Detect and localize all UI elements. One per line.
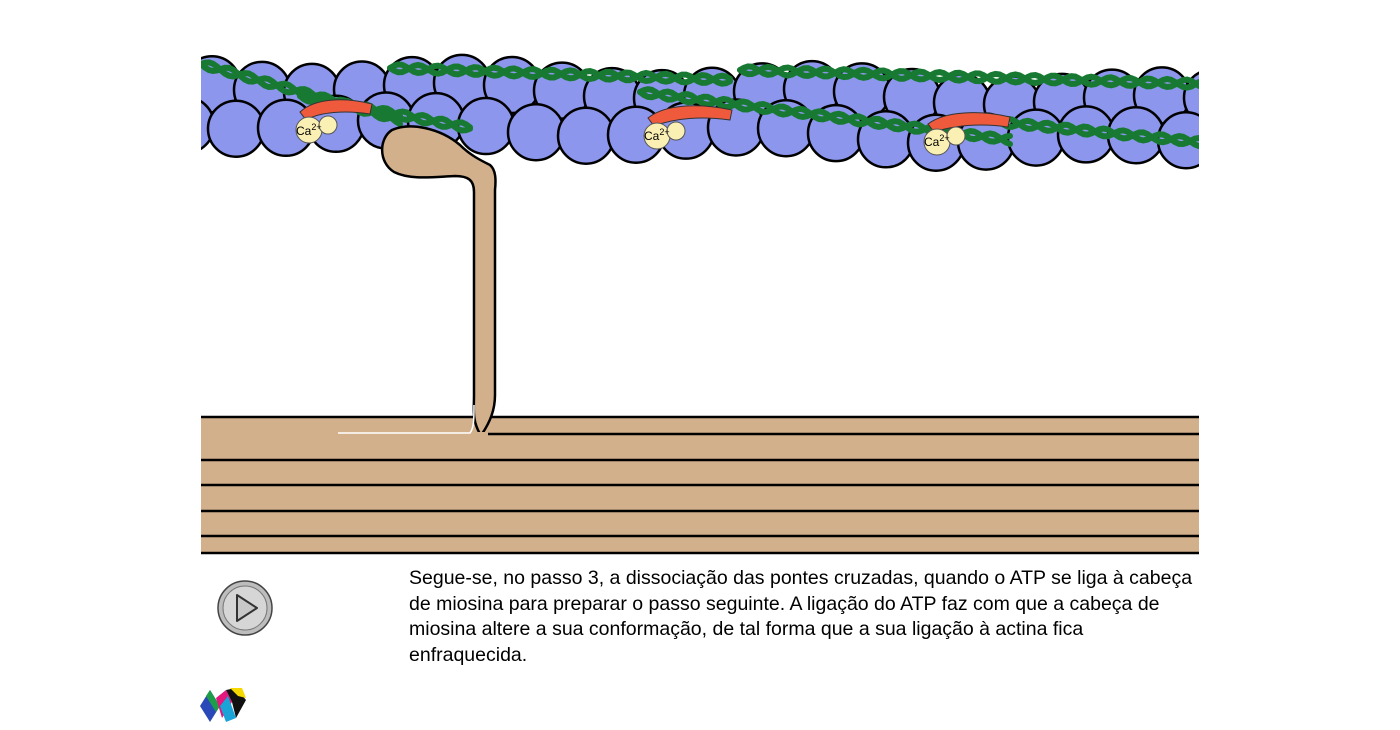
tropomyosin-segment — [997, 115, 1199, 148]
thick-filament — [201, 415, 1199, 555]
tropomyosin-segment — [737, 63, 1199, 91]
actin-monomer — [1308, 121, 1364, 177]
actin-monomer — [1208, 118, 1264, 174]
play-icon — [217, 580, 273, 636]
troponin-complex-3: Ca2+ — [923, 112, 1011, 156]
play-button[interactable] — [217, 580, 273, 636]
tropomyosin-segment — [387, 61, 733, 87]
actin-monomer — [556, 106, 616, 165]
actin-monomer — [206, 99, 266, 158]
step-caption: Segue-se, no passo 3, a dissociação das … — [409, 567, 1193, 666]
publisher-logo-icon — [200, 688, 248, 724]
actin-monomer — [134, 51, 190, 107]
actin-monomer — [506, 102, 566, 162]
actin-monomer — [1006, 108, 1066, 167]
actin-monomer — [1234, 75, 1290, 131]
actin-monomer — [1258, 122, 1314, 178]
tropomyosin-segment — [637, 86, 1013, 147]
tropomyosin-segment — [297, 93, 473, 134]
troponin-complex-2: Ca2+ — [643, 105, 733, 150]
svg-text:Ca2+: Ca2+ — [644, 127, 670, 143]
actin-monomer — [201, 100, 216, 151]
actin-monomer — [1284, 81, 1340, 137]
tropomyosin-strand — [201, 59, 1199, 149]
troponin-complexes: Ca2+ Ca2+ Ca2+ — [295, 99, 1011, 156]
troponin-complex-1: Ca2+ — [295, 99, 373, 144]
tropomyosin-segment — [997, 117, 1199, 149]
svg-text:Ca2+: Ca2+ — [296, 122, 322, 138]
svg-text:Ca2+: Ca2+ — [924, 133, 950, 149]
myosin-head — [338, 125, 497, 436]
